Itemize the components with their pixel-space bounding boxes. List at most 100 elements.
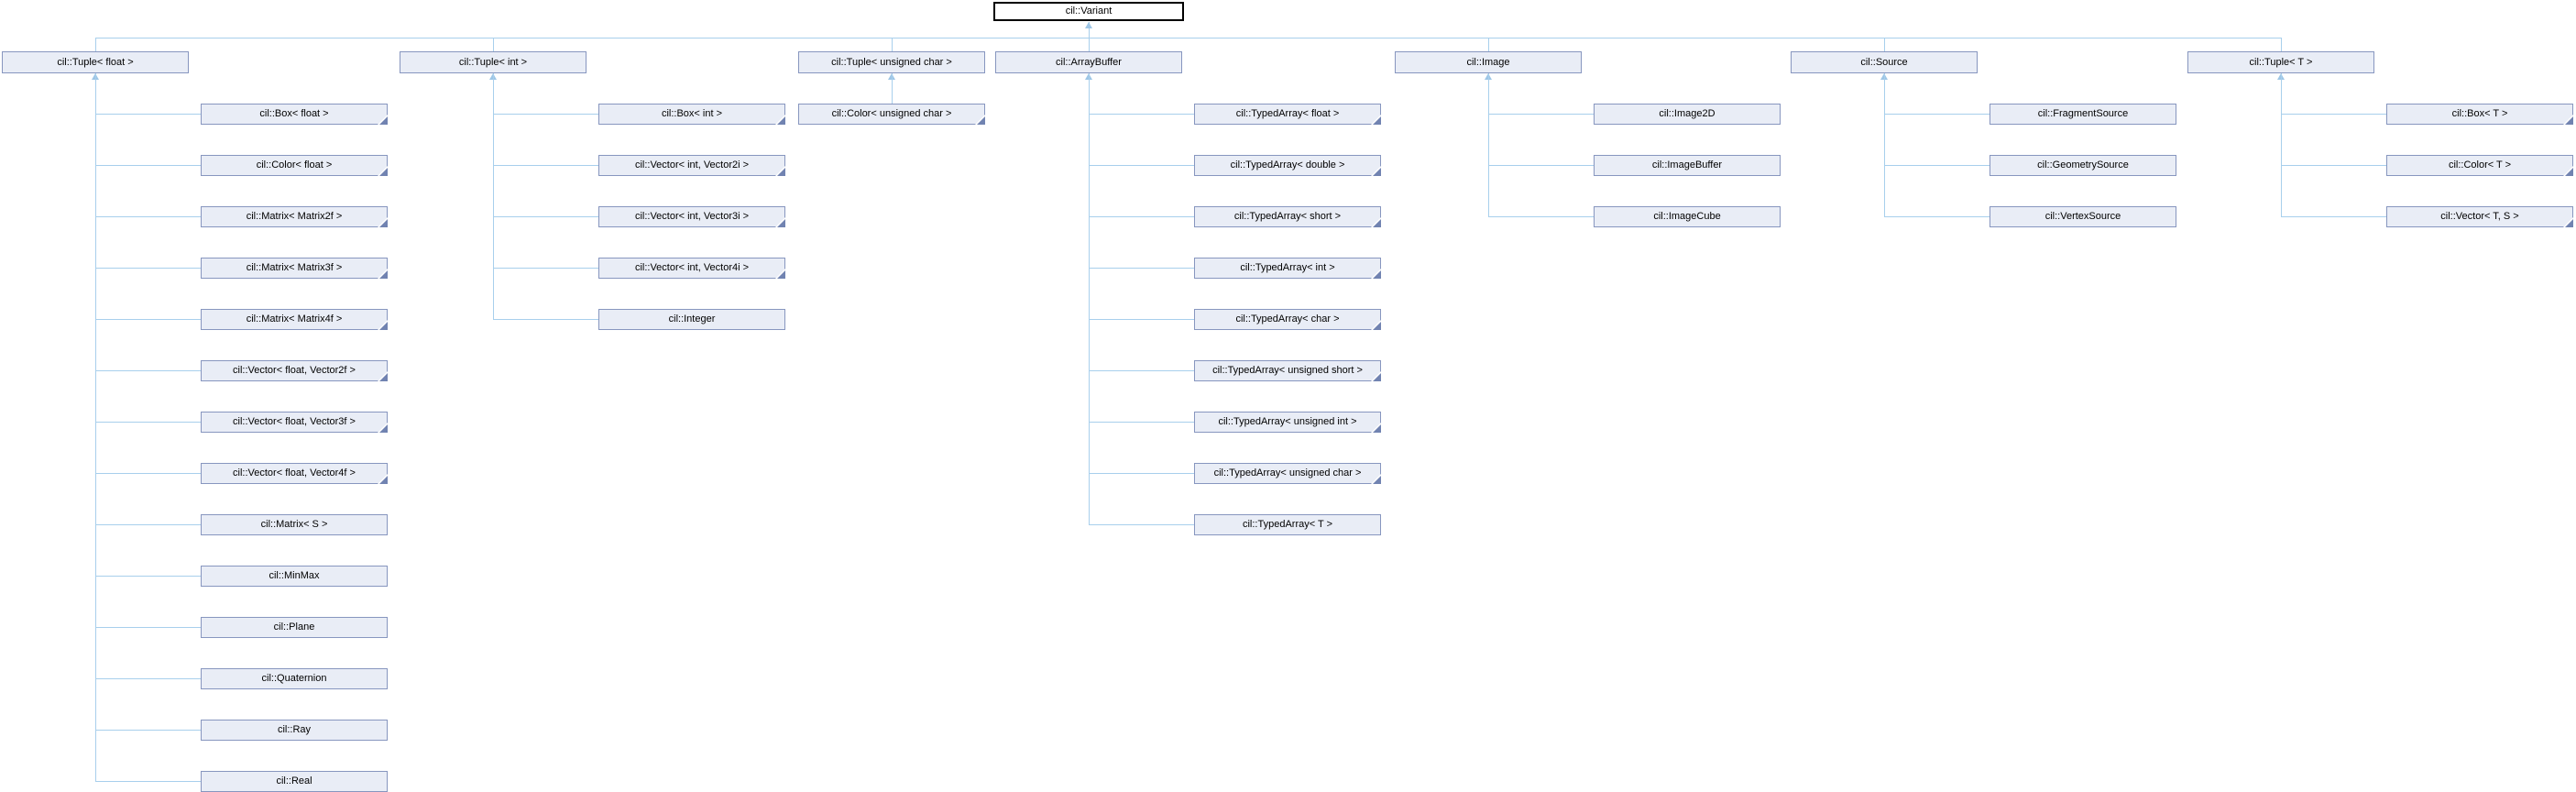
class-node-label: cil::Vector< int, Vector2i > [634,160,750,170]
class-node[interactable]: cil::ArrayBuffer [995,51,1182,73]
edge-line [95,473,201,474]
class-node[interactable]: cil::Color< unsigned char > [798,104,985,125]
class-node[interactable]: cil::Vector< T, S > [2386,206,2573,227]
class-node-label: cil::TypedArray< float > [1235,108,1340,119]
truncated-fold-icon [2563,166,2573,176]
class-node[interactable]: cil::Box< int > [598,104,785,125]
truncated-fold-icon [775,166,785,176]
class-node[interactable]: cil::Color< float > [201,155,388,176]
edge-line [1884,73,1885,216]
edge-line [1089,216,1194,217]
class-node-label: cil::ImageBuffer [1651,160,1723,170]
edge-line [2281,114,2386,115]
class-node-label: cil::Image [1466,56,1510,68]
class-node[interactable]: cil::Vector< float, Vector4f > [201,463,388,484]
class-node[interactable]: cil::VertexSource [1990,206,2176,227]
class-node[interactable]: cil::Tuple< T > [2187,51,2374,73]
truncated-fold-icon [1371,474,1381,484]
edge-line [95,165,201,166]
class-node[interactable]: cil::GeometrySource [1990,155,2176,176]
truncated-fold-icon [1371,269,1381,279]
edge-line [95,524,201,525]
class-node[interactable]: cil::Matrix< Matrix4f > [201,309,388,330]
class-node[interactable]: cil::Quaternion [201,668,388,689]
class-node[interactable]: cil::Vector< int, Vector2i > [598,155,785,176]
class-node[interactable]: cil::Ray [201,720,388,741]
class-node[interactable]: cil::MinMax [201,566,388,587]
truncated-fold-icon [378,217,388,227]
edge-line [493,319,598,320]
class-node[interactable]: cil::TypedArray< int > [1194,258,1381,279]
class-node[interactable]: cil::Vector< int, Vector4i > [598,258,785,279]
class-node[interactable]: cil::Vector< float, Vector3f > [201,412,388,433]
edge-line [1884,38,1885,51]
edge-line [493,73,494,319]
class-node[interactable]: cil::Image2D [1594,104,1781,125]
edge-line [1089,422,1194,423]
class-node[interactable]: cil::Tuple< float > [2,51,189,73]
truncated-fold-icon [1371,423,1381,433]
class-node-label: cil::Variant [1065,6,1113,16]
edge-line [95,268,201,269]
class-node[interactable]: cil::TypedArray< unsigned char > [1194,463,1381,484]
class-node[interactable]: cil::TypedArray< unsigned short > [1194,360,1381,381]
class-node[interactable]: cil::Source [1791,51,1978,73]
class-node-label: cil::Quaternion [261,673,327,684]
class-node-label: cil::TypedArray< int > [1240,262,1335,273]
edge-line [493,165,598,166]
class-node[interactable]: cil::Image [1395,51,1582,73]
class-node-label: cil::Matrix< S > [260,519,328,530]
edge-line [95,422,201,423]
edge-line [95,319,201,320]
class-node[interactable]: cil::TypedArray< unsigned int > [1194,412,1381,433]
class-node[interactable]: cil::Integer [598,309,785,330]
class-node[interactable]: cil::Box< float > [201,104,388,125]
class-node[interactable]: cil::ImageBuffer [1594,155,1781,176]
class-node-label: cil::Matrix< Matrix2f > [246,211,343,222]
class-node[interactable]: cil::Color< T > [2386,155,2573,176]
edge-line [95,114,201,115]
class-node-label: cil::Vector< T, S > [2440,211,2519,222]
class-node[interactable]: cil::TypedArray< T > [1194,514,1381,535]
class-node[interactable]: cil::Matrix< Matrix3f > [201,258,388,279]
class-node[interactable]: cil::FragmentSource [1990,104,2176,125]
class-node-label: cil::GeometrySource [2037,160,2129,170]
edge-line [1488,114,1594,115]
edge-line [1089,73,1090,524]
class-node-label: cil::Ray [277,724,312,735]
class-node-label: cil::Matrix< Matrix4f > [246,314,343,324]
class-node[interactable]: cil::TypedArray< float > [1194,104,1381,125]
edge-line [1488,73,1489,216]
class-node[interactable]: cil::Vector< float, Vector2f > [201,360,388,381]
class-node[interactable]: cil::Real [201,771,388,792]
class-node[interactable]: cil::TypedArray< double > [1194,155,1381,176]
truncated-fold-icon [975,115,985,125]
class-node-label: cil::TypedArray< unsigned int > [1218,416,1357,427]
edge-line [493,38,494,51]
edge-line [2281,73,2282,216]
class-node[interactable]: cil::Tuple< unsigned char > [798,51,985,73]
class-node-label: cil::TypedArray< unsigned char > [1213,468,1362,478]
truncated-fold-icon [2563,115,2573,125]
class-node-label: cil::TypedArray< unsigned short > [1212,365,1363,376]
truncated-fold-icon [378,423,388,433]
class-node[interactable]: cil::TypedArray< short > [1194,206,1381,227]
edge-line [1089,114,1194,115]
class-node[interactable]: cil::Matrix< S > [201,514,388,535]
class-node-label: cil::Plane [273,622,315,632]
edge-line [1089,319,1194,320]
class-node[interactable]: cil::Vector< int, Vector3i > [598,206,785,227]
class-node-label: cil::TypedArray< double > [1230,160,1345,170]
class-node[interactable]: cil::Tuple< int > [400,51,586,73]
class-node[interactable]: cil::Box< T > [2386,104,2573,125]
edge-line [1884,114,1990,115]
edge-line [493,216,598,217]
edge-line [95,576,201,577]
edge-line [95,38,96,51]
edge-line [892,38,893,51]
class-node[interactable]: cil::TypedArray< char > [1194,309,1381,330]
class-node[interactable]: cil::Matrix< Matrix2f > [201,206,388,227]
class-node-label: cil::Tuple< unsigned char > [831,56,952,68]
class-node[interactable]: cil::Plane [201,617,388,638]
class-node[interactable]: cil::ImageCube [1594,206,1781,227]
